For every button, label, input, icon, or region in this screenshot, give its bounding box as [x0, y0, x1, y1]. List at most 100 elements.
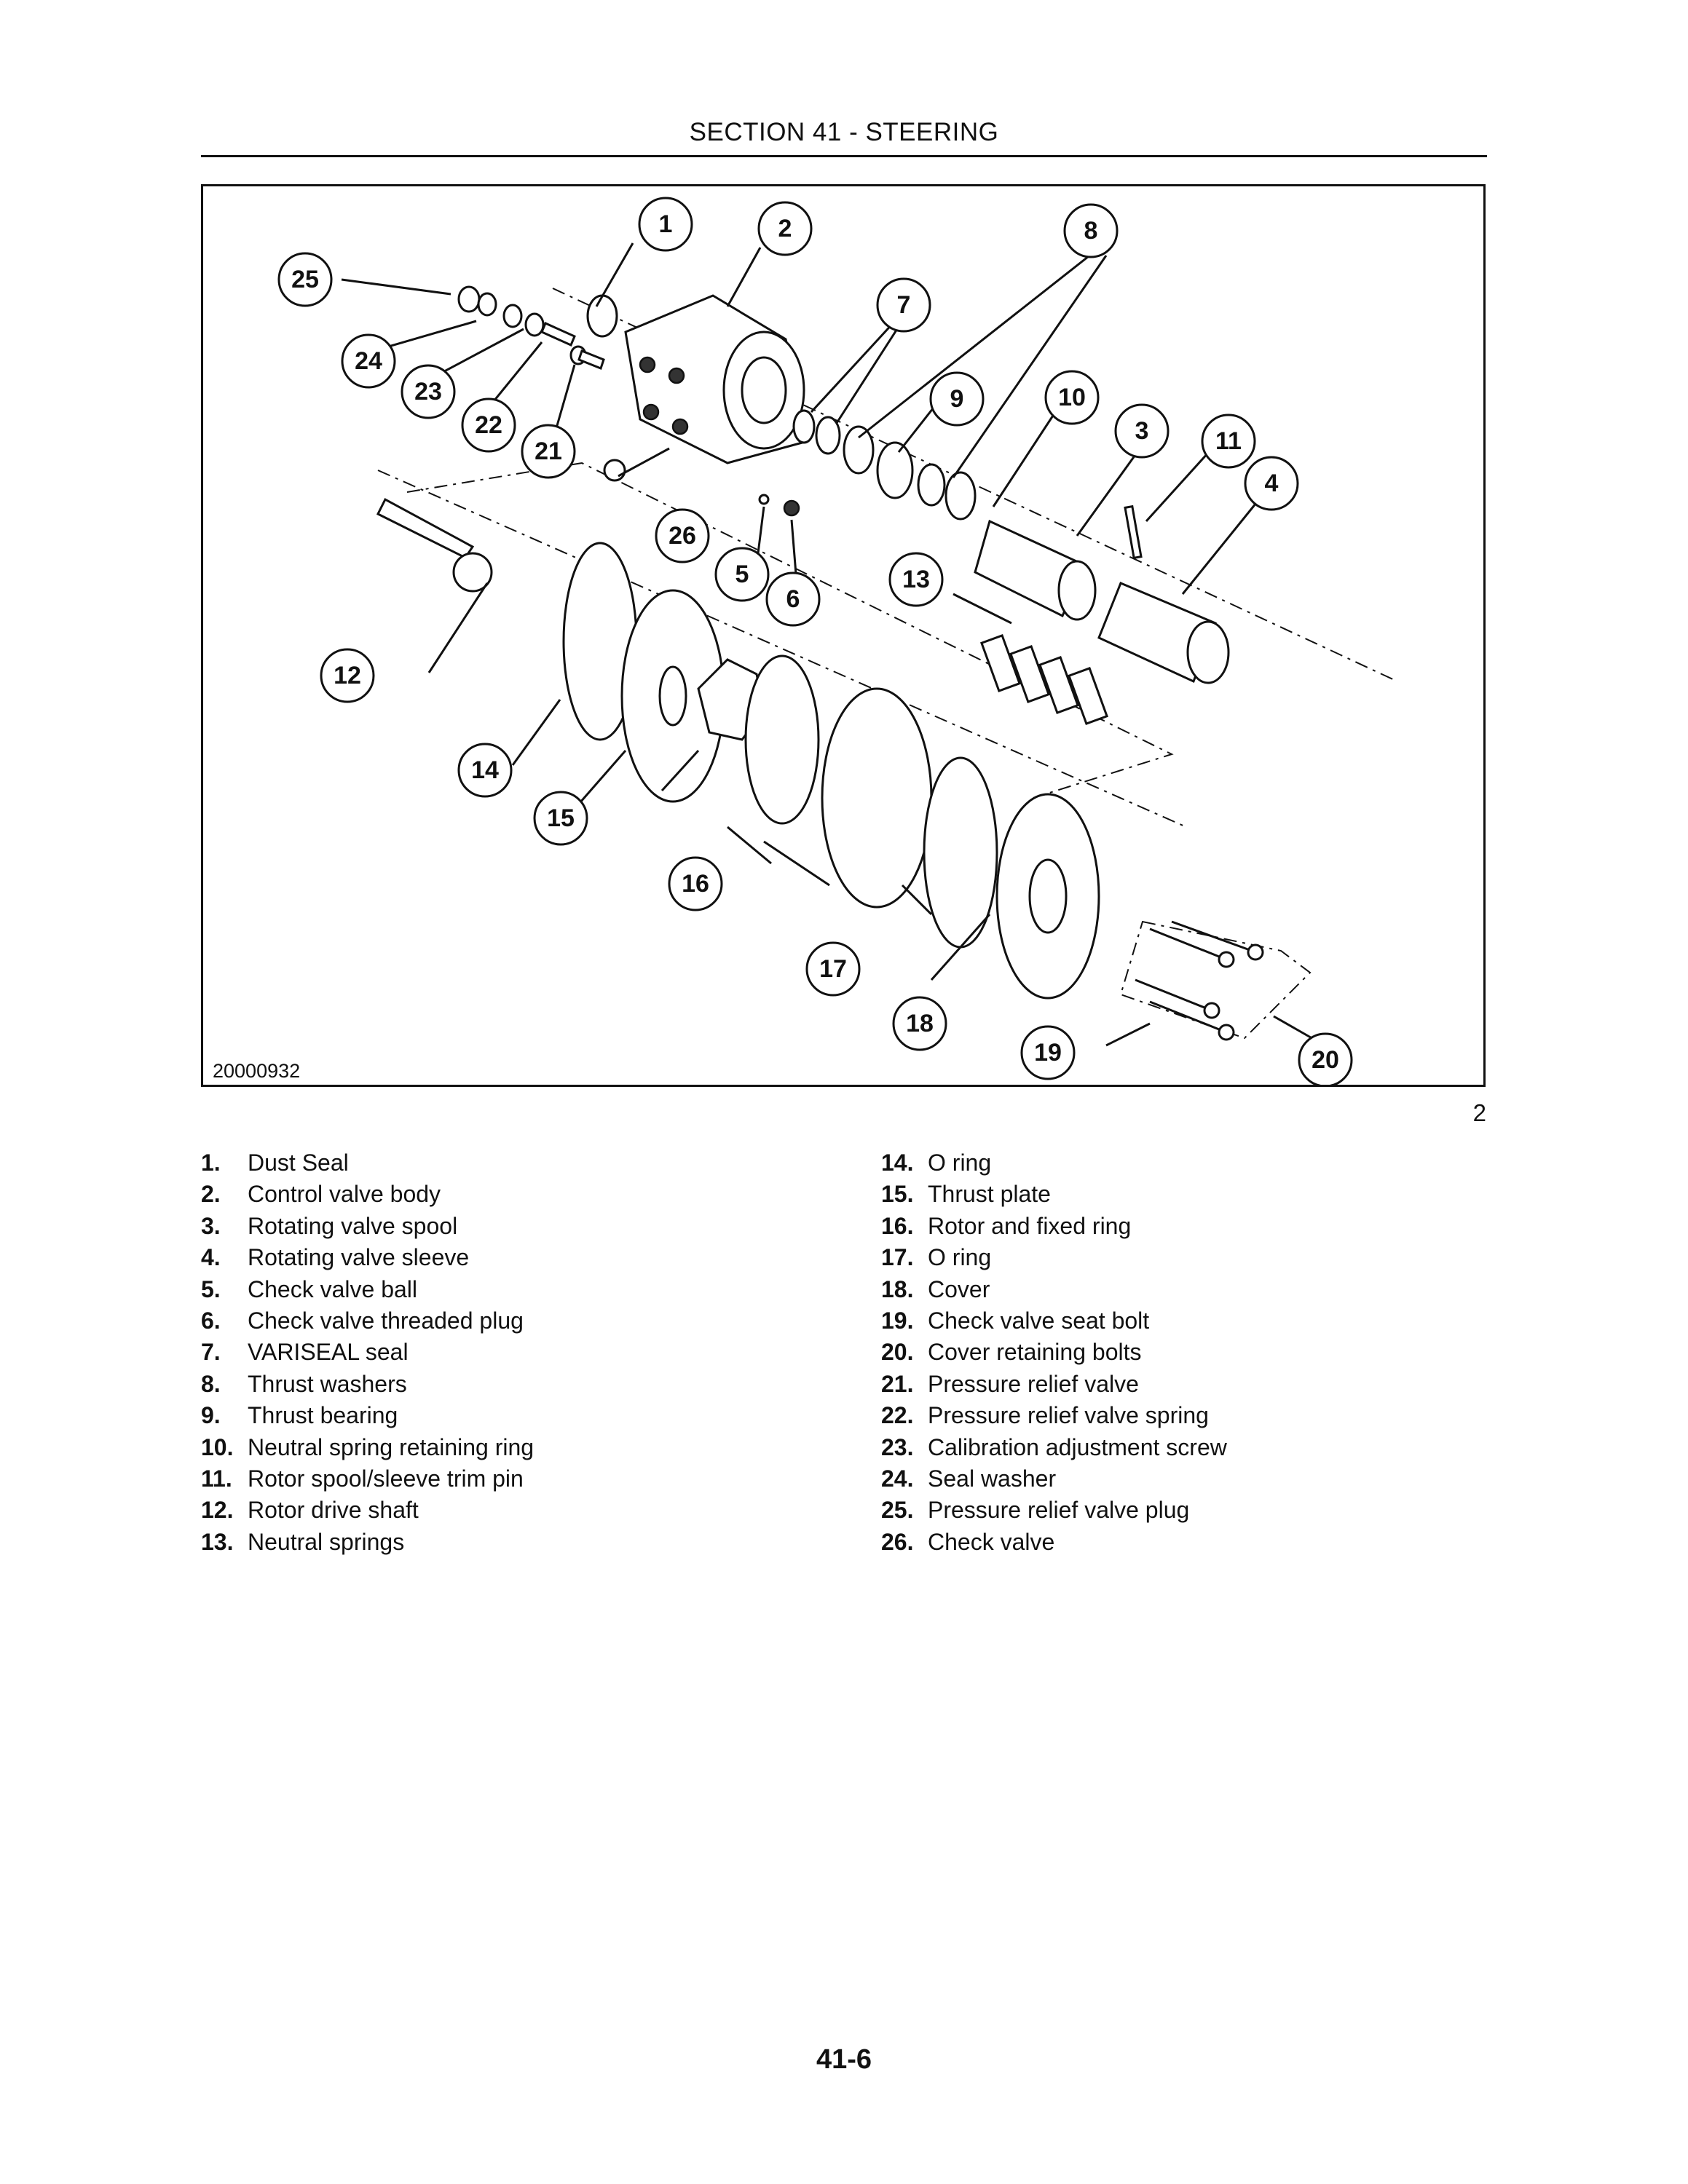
- legend-item-number: 11.: [201, 1465, 232, 1492]
- assembly-axis-upper: [552, 288, 1398, 682]
- callout-14: 14: [457, 743, 513, 798]
- legend-item: 25.Pressure relief valve plug: [881, 1495, 1227, 1526]
- legend-item-number: 18.: [881, 1275, 914, 1302]
- dust-seal-part: [586, 294, 618, 338]
- legend-item: 16.Rotor and fixed ring: [881, 1211, 1227, 1242]
- callout-7: 7: [876, 277, 931, 333]
- legend-item-number: 2.: [201, 1181, 221, 1208]
- check-valve-ball-part: [758, 494, 770, 505]
- legend-item-label: Check valve ball: [248, 1275, 417, 1302]
- callout-18: 18: [892, 996, 947, 1051]
- legend-item-label: Cover retaining bolts: [928, 1339, 1142, 1366]
- figure-number: 2: [1472, 1099, 1486, 1126]
- svg-text:13: 13: [902, 566, 930, 593]
- legend-item-label: Seal washer: [928, 1465, 1057, 1492]
- callout-26: 26: [655, 508, 710, 563]
- legend-item-number: 20.: [881, 1339, 914, 1366]
- svg-text:26: 26: [669, 522, 696, 550]
- legend-item-number: 19.: [881, 1307, 914, 1334]
- legend-item-number: 17.: [881, 1244, 914, 1271]
- callout-8: 8: [1063, 203, 1119, 258]
- legend-item-label: Dust Seal: [248, 1150, 349, 1176]
- svg-text:16: 16: [682, 870, 709, 898]
- steering-valve-exploded-diagram: 1 2 3 4 5 6 7 8 9 10 11 12 13 14 15 16 1…: [277, 197, 1398, 1085]
- legend-item-label: Check valve: [928, 1528, 1055, 1555]
- callout-20: 20: [1298, 1032, 1353, 1085]
- legend-item-number: 21.: [881, 1370, 914, 1397]
- legend-item-label: O ring: [928, 1150, 992, 1176]
- legend-item-number: 7.: [201, 1339, 221, 1366]
- legend-item-number: 6.: [201, 1307, 221, 1334]
- svg-text:18: 18: [906, 1010, 934, 1037]
- legend-item-number: 12.: [201, 1497, 234, 1524]
- legend-item: 17. O ring: [881, 1242, 1227, 1273]
- legend-item: 20. Cover retaining bolts: [881, 1337, 1227, 1368]
- cover-bolts-part: [1119, 920, 1312, 1041]
- callout-5: 5: [714, 547, 770, 602]
- callout-13: 13: [888, 552, 944, 607]
- legend-item-label: O ring: [928, 1244, 992, 1271]
- callout-22: 22: [461, 397, 516, 453]
- callout-10: 10: [1044, 370, 1100, 425]
- legend-item-number: 4.: [201, 1244, 221, 1271]
- callout-3: 3: [1114, 403, 1170, 459]
- legend-item-label: Thrust plate: [928, 1181, 1051, 1208]
- legend-item-label: Rotor drive shaft: [248, 1497, 419, 1524]
- callout-11: 11: [1201, 414, 1256, 469]
- legend-item-label: Calibration adjustment screw: [928, 1433, 1227, 1460]
- legend-item-number: 5.: [201, 1275, 221, 1302]
- page-number: 41-6: [816, 2044, 872, 2075]
- legend-item: 14.O ring: [881, 1147, 1227, 1179]
- legend-item: 2. Control valve body: [201, 1179, 534, 1210]
- figure-id: 20000932: [213, 1060, 301, 1082]
- legend-item: 4.Rotating valve sleeve: [201, 1242, 534, 1273]
- assembly-axis-lower: [377, 470, 1187, 828]
- callout-16: 16: [668, 856, 723, 911]
- legend-item-label: Pressure relief valve spring: [928, 1402, 1209, 1429]
- svg-text:2: 2: [778, 215, 792, 242]
- title-rule: [201, 155, 1487, 157]
- svg-text:8: 8: [1084, 217, 1098, 245]
- legend-item-number: 13.: [201, 1528, 234, 1555]
- svg-text:4: 4: [1265, 470, 1279, 497]
- control-valve-body-part: [624, 294, 809, 464]
- callout-6: 6: [765, 571, 821, 627]
- callout-21: 21: [521, 424, 576, 479]
- legend-item-label: Control valve body: [248, 1181, 441, 1208]
- svg-text:21: 21: [535, 438, 562, 465]
- callout-24: 24: [341, 333, 396, 389]
- legend-item-number: 1.: [201, 1150, 221, 1176]
- legend-item-number: 26.: [881, 1528, 914, 1555]
- legend-item: 11.Rotor spool/sleeve trim pin: [201, 1463, 534, 1495]
- legend-item-label: Neutral spring retaining ring: [248, 1433, 535, 1460]
- legend-item: 10.Neutral spring retaining ring: [201, 1432, 534, 1463]
- legend-item-label: Pressure relief valve: [928, 1370, 1139, 1397]
- legend-item-number: 16.: [881, 1212, 914, 1239]
- neutral-springs-part: [980, 634, 1108, 725]
- seals-washers-bearing-parts: [792, 409, 977, 521]
- callout-17: 17: [805, 941, 861, 997]
- exploded-view-figure: 1 2 3 4 5 6 7 8 9 10 11 12 13 14 15 16 1…: [201, 184, 1486, 1087]
- legend-item: 13. Neutral springs: [201, 1527, 534, 1558]
- legend-item-label: Pressure relief valve plug: [928, 1497, 1190, 1524]
- section-title: SECTION 41 - STEERING: [689, 118, 999, 146]
- legend-item-label: Check valve threaded plug: [248, 1307, 524, 1334]
- callout-15: 15: [533, 791, 588, 846]
- legend-item-label: Thrust washers: [248, 1370, 407, 1397]
- rotor-drive-shaft-part: [376, 497, 493, 593]
- svg-text:17: 17: [819, 955, 847, 983]
- legend-item: 26. Check valve: [881, 1527, 1227, 1558]
- legend-item-label: Neutral springs: [248, 1528, 405, 1555]
- svg-text:5: 5: [735, 561, 749, 588]
- legend-item-number: 22.: [881, 1402, 914, 1429]
- callout-9: 9: [929, 371, 985, 427]
- svg-text:22: 22: [475, 411, 502, 439]
- legend-item-number: 23.: [881, 1433, 914, 1460]
- check-valve-part: [603, 459, 626, 482]
- svg-text:23: 23: [414, 378, 442, 405]
- svg-text:15: 15: [547, 804, 575, 832]
- svg-text:25: 25: [291, 266, 319, 293]
- legend-item: 23. Calibration adjustment screw: [881, 1432, 1227, 1463]
- legend-item-number: 3.: [201, 1212, 221, 1239]
